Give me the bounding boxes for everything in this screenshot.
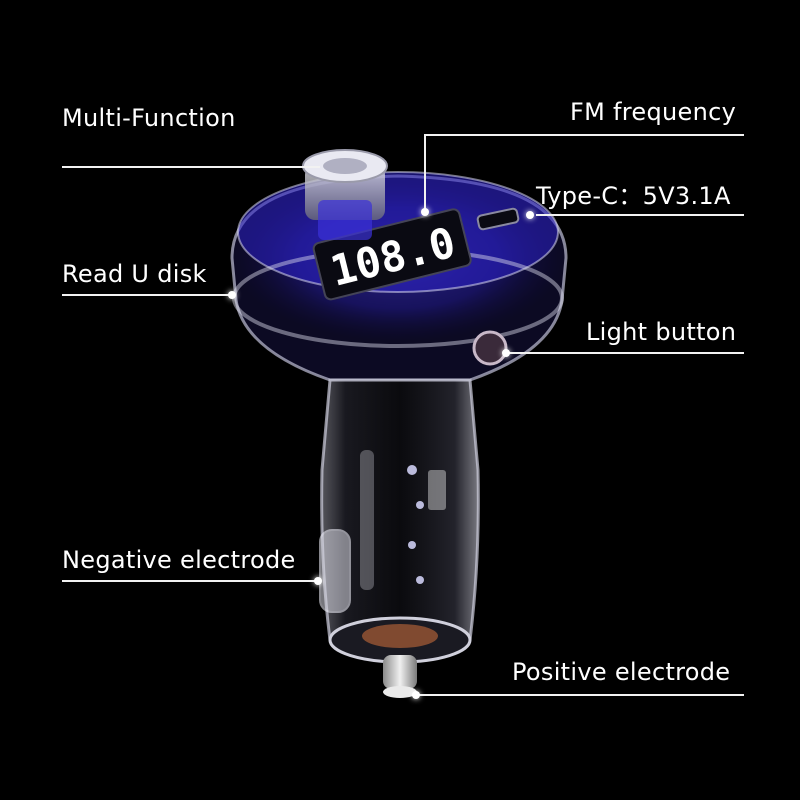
- callout-type-c: Type-C：5V3.1A: [536, 182, 731, 210]
- callout-positive-electrode: Positive electrode: [512, 658, 731, 686]
- dot-light-button: [502, 349, 510, 357]
- callout-multi-function: Multi-Function: [62, 104, 236, 132]
- callout-read-u-disk: Read U disk: [62, 260, 207, 288]
- callout-light-button: Light button: [586, 318, 737, 346]
- dot-negative-electrode: [314, 577, 322, 585]
- negative-contact: [319, 529, 351, 613]
- leader-positive-electrode: [416, 694, 744, 696]
- leader-type-c: [536, 214, 744, 216]
- leader-light-button: [506, 352, 744, 354]
- callout-fm-frequency: FM frequency: [570, 98, 737, 126]
- callout-negative-electrode: Negative electrode: [62, 546, 296, 574]
- positive-tip: [383, 655, 417, 689]
- leader-fm-frequency-h: [424, 134, 744, 136]
- leader-multi-function: [62, 166, 320, 168]
- dot-type-c: [526, 211, 534, 219]
- dot-positive-electrode: [412, 691, 420, 699]
- light-button-shape: [472, 330, 508, 366]
- dot-fm-frequency: [421, 208, 429, 216]
- interior-details: [360, 450, 446, 590]
- leader-negative-electrode: [62, 580, 318, 582]
- type-c-port: [476, 207, 520, 231]
- leader-read-u-disk: [62, 294, 232, 296]
- leader-fm-frequency-v: [424, 134, 426, 210]
- dot-read-u-disk: [228, 291, 236, 299]
